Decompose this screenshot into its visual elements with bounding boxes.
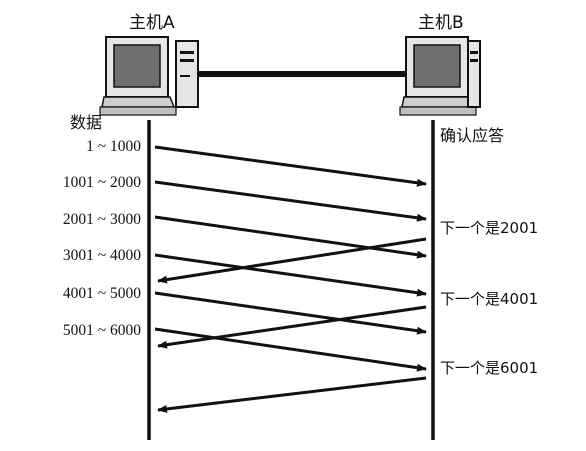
ack-arrow: [157, 305, 427, 349]
segment-arrow: [154, 327, 427, 372]
segment-arrow: [154, 215, 427, 259]
ack-arrow: [157, 376, 427, 413]
segment-label: 5001 ~ 6000: [62, 322, 141, 339]
segment-label: 4001 ~ 5000: [62, 285, 141, 302]
host-a-column-label: 数据: [70, 113, 103, 132]
desktop-computer-icon: [399, 36, 481, 116]
ack-label: 下一个是2001: [440, 219, 539, 237]
network-cable: [197, 71, 407, 77]
segment-arrow: [154, 253, 427, 297]
segment-label: 2001 ~ 3000: [62, 211, 141, 228]
segment-label: 1001 ~ 2000: [62, 174, 141, 191]
ack-label: 下一个是4001: [440, 290, 539, 308]
host-b-column-label: 确认应答: [440, 126, 505, 145]
segment-arrow: [154, 180, 427, 222]
segment-label: 1 ~ 1000: [86, 138, 141, 155]
desktop-computer-icon: [99, 36, 199, 116]
host-b-title: 主机B: [418, 13, 464, 33]
segment-arrow: [154, 145, 427, 187]
segment-label: 3001 ~ 4000: [62, 247, 141, 264]
ack-arrow: [157, 237, 427, 284]
segment-arrow: [154, 291, 427, 335]
ack-label: 下一个是6001: [440, 359, 539, 377]
host-a-title: 主机A: [129, 13, 175, 33]
